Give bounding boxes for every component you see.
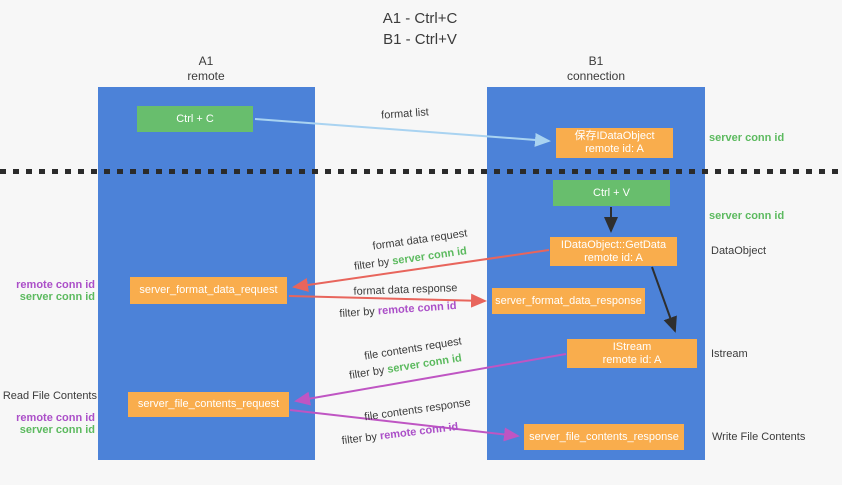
diagram-title: A1 - Ctrl+C B1 - Ctrl+V [330,8,510,50]
label-server-conn-id-left-1: server conn id [19,291,95,303]
label-read-file-contents: Read File Contents [2,390,97,402]
filter-by-text: filter by [353,255,394,273]
label-istream: Istream [711,348,748,360]
label-server-conn-id-left-2: server conn id [19,424,95,436]
label-dataobject: DataObject [711,245,767,257]
column-a1-name: A1 [198,54,214,68]
label-remote-conn-id-left-1: remote conn id [16,279,95,291]
node-server-file-contents-response-label: server_file_contents_response [529,430,679,443]
dotted-separator [0,169,842,174]
node-server-format-data-response-label: server_format_data_response [495,294,642,307]
column-a1-subtitle: remote [187,69,225,83]
node-save-idataobject: 保存IDataObject remote id: A [556,128,673,158]
node-ctrl-c: Ctrl + C [137,106,253,132]
filter-by-text: filter by [348,363,389,382]
node-istream-line2: remote id: A [602,353,662,366]
edge-label-format-list: format list [380,106,430,122]
node-save-idataobject-line2: remote id: A [585,143,644,155]
edge-label-format-data-response-filter: filter by remote conn id [313,298,483,322]
filter-by-text: filter by [339,305,379,321]
label-server-conn-id-right-1: server conn id [709,132,785,144]
title-line-2: B1 - Ctrl+V [383,31,457,48]
node-server-file-contents-request-label: server_file_contents_request [137,398,280,410]
title-line-1: A1 - Ctrl+C [382,10,458,27]
node-idataobject-getdata: IDataObject::GetData remote id: A [550,237,677,266]
node-ctrl-c-label: Ctrl + C [176,112,214,125]
remote-conn-id-text: remote conn id [377,299,457,318]
label-server-conn-id-right-2: server conn id [709,210,785,222]
label-write-file-contents: Write File Contents [712,431,806,443]
label-remote-conn-id-left-2: remote conn id [16,412,95,424]
node-server-format-data-request: server_format_data_request [130,277,287,304]
node-idataobject-getdata-line2: remote id: A [584,251,643,264]
node-istream-line1: IStream [612,340,652,353]
node-server-file-contents-request: server_file_contents_request [128,392,289,417]
node-ctrl-v-label: Ctrl + V [593,186,630,199]
column-b1-subtitle: connection [566,69,626,83]
filter-by-text: filter by [341,430,381,448]
remote-conn-id-text: remote conn id [379,420,459,443]
label-group-format-conn-ids: remote conn id server conn id [0,279,95,303]
server-conn-id-text: server conn id [391,245,468,268]
node-istream: IStream remote id: A [567,339,697,368]
node-server-format-data-response: server_format_data_response [492,288,645,314]
node-save-idataobject-line1: 保存IDataObject [574,130,655,142]
node-idataobject-getdata-line1: IDataObject::GetData [560,238,667,251]
node-ctrl-v: Ctrl + V [553,180,670,206]
node-server-format-data-request-label: server_format_data_request [139,284,278,296]
column-b1-name: B1 [588,54,604,68]
node-server-file-contents-response: server_file_contents_response [524,424,684,450]
column-header-a1: A1 remote [136,54,276,84]
edge-label-format-data-response: format data response [353,282,458,298]
label-group-file-conn-ids: remote conn id server conn id [0,412,95,436]
column-header-b1: B1 connection [526,54,666,84]
